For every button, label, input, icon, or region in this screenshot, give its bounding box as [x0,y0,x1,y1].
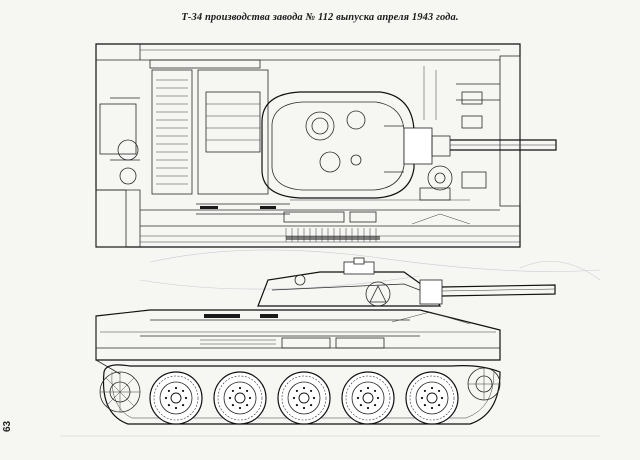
idler-wheel [467,367,501,401]
track-links-top-view [285,228,380,242]
road-wheel [277,371,331,425]
road-wheel [341,371,395,425]
road-wheel [149,371,203,425]
turret-plan [261,91,557,199]
side-view-drawing [95,257,556,425]
show-through-ghost [60,249,601,437]
road-wheel [213,371,267,425]
top-view-drawing [95,43,557,248]
turret-side [257,257,556,307]
drive-sprocket [99,371,141,413]
road-wheel [405,371,459,425]
engine-louvres [156,79,188,185]
drawing-caption: Т-34 производства завода № 112 выпуска а… [181,12,459,23]
road-wheels [149,371,459,425]
